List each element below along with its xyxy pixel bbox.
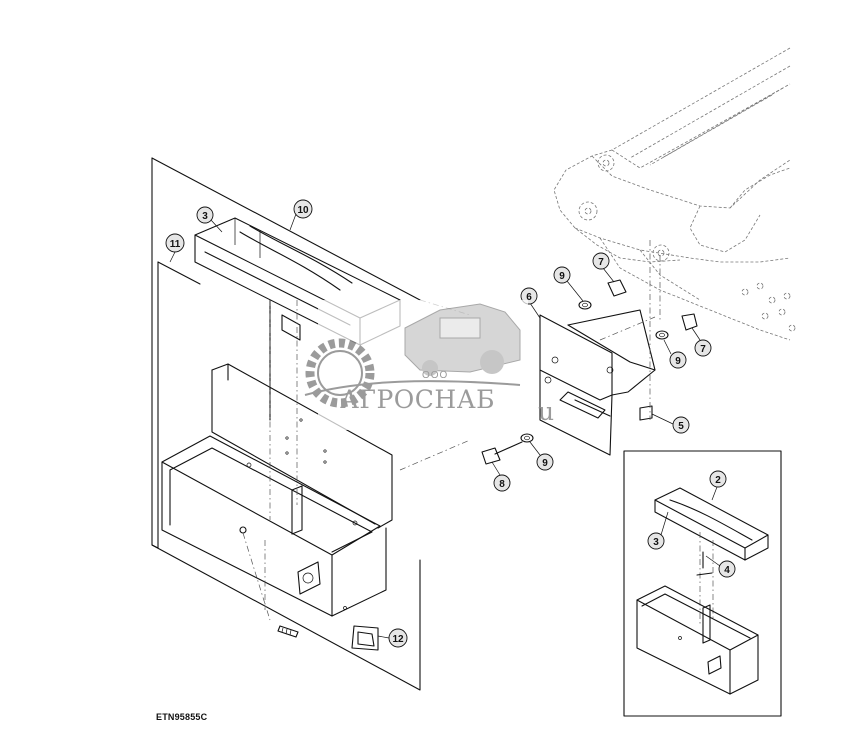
svg-text:u: u bbox=[538, 397, 555, 426]
svg-text:9: 9 bbox=[559, 271, 565, 282]
svg-text:2: 2 bbox=[715, 475, 721, 486]
left-detail-frame bbox=[151, 157, 421, 691]
tractor-frame-outline bbox=[553, 47, 796, 341]
watermark-logo: ООО АГРОСНАБ u bbox=[304, 300, 555, 430]
svg-text:7: 7 bbox=[598, 257, 604, 268]
mounting-plate bbox=[269, 299, 327, 464]
svg-text:4: 4 bbox=[724, 565, 730, 576]
callout-4: 4 bbox=[705, 555, 736, 578]
svg-text:6: 6 bbox=[526, 292, 532, 303]
callout-3-left: 3 bbox=[196, 206, 223, 233]
callout-9-top: 9 bbox=[553, 266, 584, 302]
callout-8: 8 bbox=[491, 461, 511, 492]
callout-11: 11 bbox=[165, 233, 185, 263]
callout-12: 12 bbox=[377, 628, 408, 648]
svg-text:10: 10 bbox=[297, 205, 309, 216]
callout-7-top: 7 bbox=[592, 252, 615, 283]
svg-text:7: 7 bbox=[700, 344, 706, 355]
mounting-bracket bbox=[539, 309, 656, 456]
upper-holder-bracket bbox=[194, 217, 401, 346]
screw-part bbox=[277, 625, 299, 638]
callout-9-bottom: 9 bbox=[529, 441, 554, 471]
svg-text:9: 9 bbox=[542, 458, 548, 469]
svg-text:12: 12 bbox=[392, 634, 404, 645]
callout-3-inset: 3 bbox=[647, 511, 669, 550]
callout-9-right: 9 bbox=[663, 339, 687, 369]
svg-text:АГРОСНАБ: АГРОСНАБ bbox=[340, 385, 495, 414]
tool-box bbox=[161, 363, 393, 617]
decal-part bbox=[351, 625, 379, 651]
svg-text:3: 3 bbox=[653, 537, 659, 548]
svg-text:8: 8 bbox=[499, 479, 505, 490]
svg-text:3: 3 bbox=[202, 211, 208, 222]
callout-7-right: 7 bbox=[691, 327, 712, 357]
callout-5: 5 bbox=[651, 413, 690, 434]
svg-text:11: 11 bbox=[170, 239, 181, 250]
inset-detail-frame bbox=[623, 450, 782, 717]
svg-text:5: 5 bbox=[678, 421, 684, 432]
svg-text:ООО: ООО bbox=[422, 370, 448, 381]
hardware-parts bbox=[481, 240, 698, 465]
svg-text:9: 9 bbox=[675, 356, 681, 367]
figure-code: ETN95855C bbox=[156, 712, 208, 722]
callout-2: 2 bbox=[709, 470, 727, 501]
callout-10: 10 bbox=[289, 199, 313, 231]
